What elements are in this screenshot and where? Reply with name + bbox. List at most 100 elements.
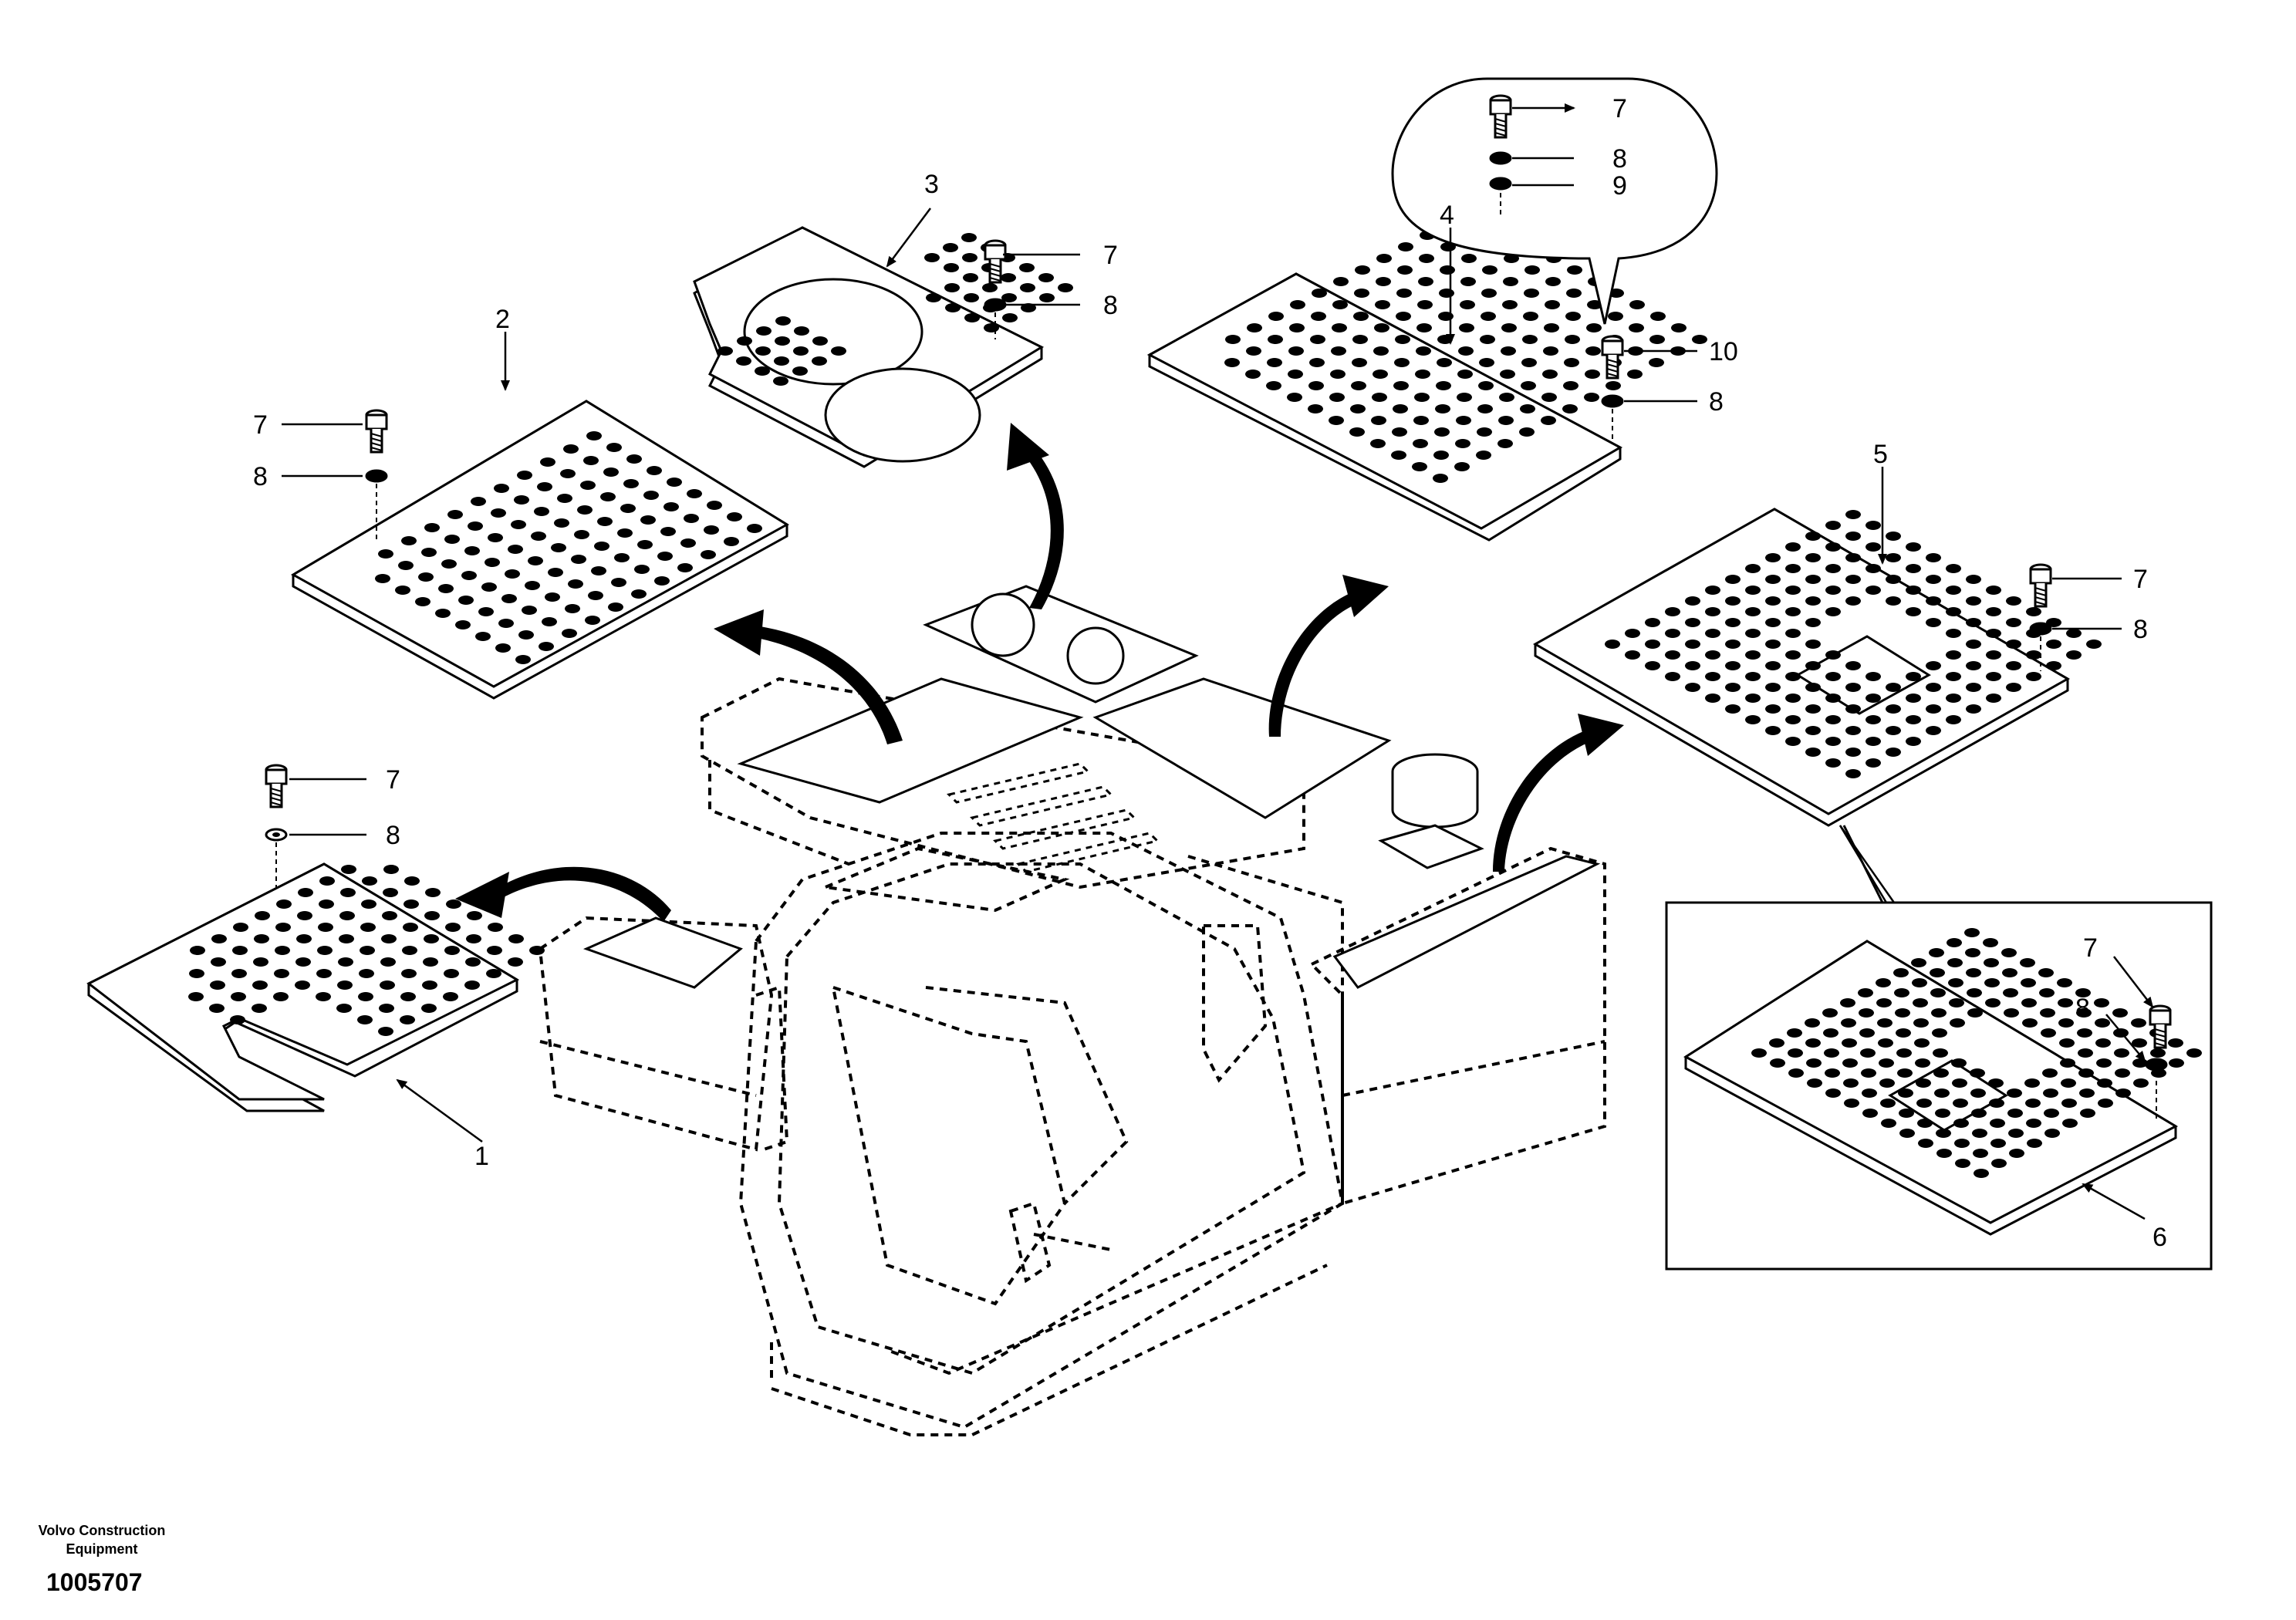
perforation-hole xyxy=(1843,1078,1859,1088)
perforation-hole xyxy=(924,253,940,262)
perforation-hole xyxy=(1393,404,1408,413)
perforation-hole xyxy=(737,336,752,346)
perforation-hole xyxy=(1899,1129,1915,1138)
perforation-hole xyxy=(2114,1048,2129,1058)
perforation-hole xyxy=(467,911,482,920)
washer-icon xyxy=(2029,622,2052,636)
perforation-hole xyxy=(643,491,659,500)
perforation-hole xyxy=(1692,335,1707,344)
perforation-hole xyxy=(1926,704,1941,714)
perforation-hole xyxy=(1946,607,1961,616)
perforation-hole xyxy=(1825,694,1841,703)
perforation-hole xyxy=(1912,978,1927,987)
perforation-hole xyxy=(1524,265,1540,275)
perforation-hole xyxy=(464,546,480,555)
perforation-hole xyxy=(1845,510,1861,519)
perforation-hole xyxy=(1983,938,1998,947)
perforation-hole xyxy=(1001,293,1017,302)
perforation-hole xyxy=(2115,1088,2131,1098)
perforation-hole xyxy=(583,456,599,465)
perforation-hole xyxy=(626,454,642,464)
perforation-hole xyxy=(404,876,420,886)
perforation-hole xyxy=(1986,586,2001,595)
perforation-hole xyxy=(1541,393,1557,402)
perforation-hole xyxy=(774,356,789,366)
perforation-hole xyxy=(1991,1159,2007,1168)
perforation-hole xyxy=(2046,640,2061,649)
perforation-hole xyxy=(1825,1088,1841,1098)
perforation-hole xyxy=(1566,289,1582,298)
perforation-hole xyxy=(1785,629,1801,638)
perforation-hole xyxy=(1917,1119,1933,1128)
perforation-hole xyxy=(961,233,977,242)
perforation-hole xyxy=(2131,1018,2146,1028)
perforation-hole xyxy=(1918,1139,1933,1148)
perforation-hole xyxy=(1915,1058,1930,1068)
perforation-hole xyxy=(565,604,580,613)
perforation-hole xyxy=(233,923,248,932)
callout-3: 3 xyxy=(924,170,939,199)
bolt-icon xyxy=(365,409,388,454)
perforation-hole xyxy=(647,466,662,475)
machine-body-outline xyxy=(538,677,1606,1436)
perforation-hole xyxy=(1498,416,1514,425)
perforation-hole xyxy=(1916,1078,1931,1088)
perforation-hole xyxy=(401,969,417,978)
perforation-hole xyxy=(358,992,373,1001)
perforation-hole xyxy=(1947,958,1963,967)
perforation-hole xyxy=(1953,1099,1968,1108)
perforation-hole xyxy=(1585,370,1600,379)
perforation-hole xyxy=(1246,346,1261,356)
perforation-hole xyxy=(2080,1109,2095,1118)
perforation-hole xyxy=(1845,683,1861,692)
perforation-hole xyxy=(1973,1149,1988,1158)
perforation-hole xyxy=(2062,1119,2078,1128)
perforation-hole xyxy=(1412,462,1427,471)
perforation-hole xyxy=(1926,661,1941,670)
perforation-hole xyxy=(1312,289,1327,298)
perforation-hole xyxy=(1953,1119,1969,1128)
perforation-hole xyxy=(1455,439,1470,448)
perforation-hole xyxy=(211,957,226,967)
perforation-hole xyxy=(727,512,742,521)
perforation-hole xyxy=(1765,618,1781,627)
perforation-hole xyxy=(1946,629,1961,638)
perforation-hole xyxy=(2007,1088,2022,1098)
perforation-hole xyxy=(1765,575,1781,584)
perforation-hole xyxy=(230,1015,245,1024)
perforation-hole xyxy=(1805,618,1821,627)
perforation-hole xyxy=(1948,978,1963,987)
perforation-hole xyxy=(276,899,292,909)
perforation-hole xyxy=(1906,694,1921,703)
perforation-hole xyxy=(1972,1129,1987,1138)
perforation-hole xyxy=(1477,427,1492,437)
perforation-hole xyxy=(1906,607,1921,616)
perforation-hole xyxy=(1896,1028,1911,1038)
perforation-hole xyxy=(1949,998,1964,1007)
perforation-hole xyxy=(1745,629,1761,638)
callout-7-part6: 7 xyxy=(2083,933,2098,963)
perforation-hole xyxy=(455,620,471,629)
perforation-hole xyxy=(1841,1018,1856,1028)
perforation-hole xyxy=(1974,1169,1989,1178)
perforation-hole xyxy=(1650,312,1666,321)
perforation-hole xyxy=(1501,346,1516,356)
perforation-hole xyxy=(1308,381,1324,390)
perforation-hole xyxy=(2046,618,2061,627)
perforation-hole xyxy=(1931,1008,1947,1018)
perforation-hole xyxy=(360,923,376,932)
perforation-hole xyxy=(640,515,656,525)
perforation-hole xyxy=(2021,978,2036,987)
perforation-hole xyxy=(548,568,563,577)
perforation-hole xyxy=(1268,312,1284,321)
perforation-hole xyxy=(1866,542,1881,552)
perforation-hole xyxy=(273,992,289,1001)
perforation-hole xyxy=(1268,335,1283,344)
perforation-hole xyxy=(375,574,390,583)
perforation-hole xyxy=(634,565,650,574)
perforation-hole xyxy=(531,532,546,541)
perforation-hole xyxy=(1895,1008,1910,1018)
perforation-hole xyxy=(1861,1068,1876,1078)
perforation-hole xyxy=(1947,938,1962,947)
perforation-hole xyxy=(337,980,353,990)
